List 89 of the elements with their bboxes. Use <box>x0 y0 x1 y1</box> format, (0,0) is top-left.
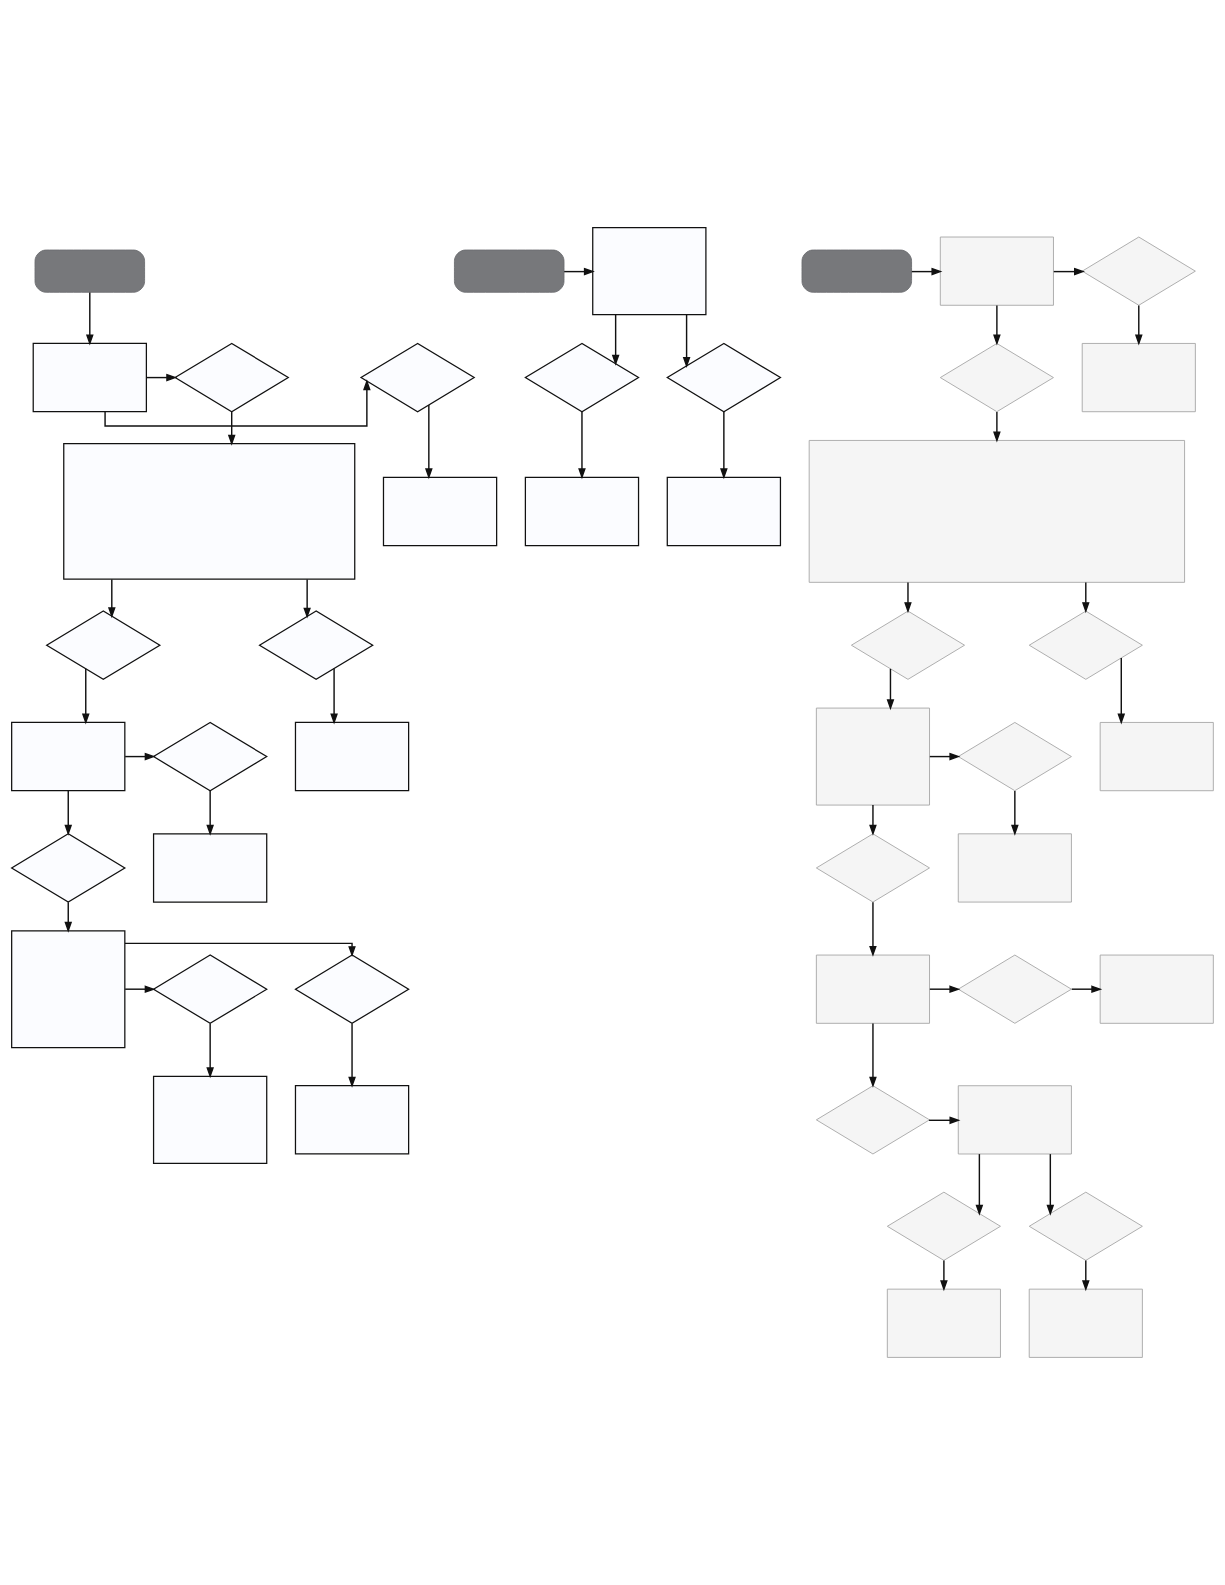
arrow <box>1134 304 1143 346</box>
arrow <box>911 267 943 276</box>
node-diamond <box>850 610 965 680</box>
arrow <box>578 411 586 480</box>
node-box <box>294 721 410 792</box>
node-box <box>939 236 1054 306</box>
node-box <box>11 721 126 792</box>
node-box <box>815 707 930 806</box>
arrow <box>886 668 895 711</box>
arrow <box>227 411 236 446</box>
node-box <box>957 833 1072 903</box>
arrow <box>1046 1153 1055 1216</box>
node-box <box>957 1085 1072 1155</box>
node-pill <box>801 249 913 293</box>
node-diamond <box>666 342 782 413</box>
node-box <box>808 440 1186 583</box>
arrow <box>869 804 877 836</box>
arrow <box>330 667 338 725</box>
arrow <box>124 985 156 994</box>
arrow <box>869 901 877 957</box>
arrow <box>563 267 595 276</box>
node-box <box>886 1288 1001 1358</box>
arrow <box>425 404 433 480</box>
arrow <box>940 1259 948 1292</box>
arrow <box>682 314 691 369</box>
node-box <box>294 1085 410 1155</box>
node-diamond <box>152 721 268 792</box>
node-diamond <box>173 342 290 413</box>
arrow <box>1011 790 1019 836</box>
arrow <box>104 379 371 427</box>
node-diamond <box>359 342 476 413</box>
node-diamond <box>957 722 1072 792</box>
node-diamond <box>258 610 374 681</box>
arrow <box>929 752 961 761</box>
arrow <box>124 752 156 761</box>
node-diamond <box>10 833 127 903</box>
node-diamond <box>152 954 268 1025</box>
node-box <box>666 476 782 547</box>
arrow <box>993 411 1001 443</box>
node-diamond <box>524 342 640 413</box>
node-diamond <box>939 343 1054 413</box>
arrow <box>107 578 116 619</box>
node-box <box>524 476 640 547</box>
arrow <box>1081 581 1090 614</box>
node-box <box>1081 343 1196 413</box>
arrow <box>206 1022 214 1079</box>
node-pill <box>454 249 565 293</box>
arrow <box>1071 985 1103 994</box>
node-box <box>32 342 147 413</box>
node-diamond <box>45 610 162 681</box>
arrow <box>1053 267 1085 276</box>
node-pill <box>34 249 146 293</box>
node-diamond <box>1081 236 1196 306</box>
node-box <box>63 442 356 580</box>
node-box <box>382 476 498 547</box>
node-diamond <box>886 1191 1001 1261</box>
node-diamond <box>1028 610 1143 680</box>
node-diamond <box>815 1085 930 1155</box>
node-box <box>152 833 268 903</box>
node-diamond <box>294 954 410 1025</box>
arrow <box>348 1022 356 1088</box>
arrow <box>993 304 1001 346</box>
arrow <box>81 668 90 725</box>
arrow <box>929 985 961 994</box>
node-box <box>1099 722 1214 792</box>
arrow <box>64 901 73 933</box>
arrow <box>64 790 73 836</box>
arrow <box>720 411 728 480</box>
node-box <box>11 930 126 1049</box>
arrow <box>904 581 912 614</box>
arrow <box>869 1022 877 1088</box>
node-diamond <box>957 954 1072 1024</box>
arrow <box>303 578 311 619</box>
node-box <box>815 954 930 1024</box>
node-box <box>592 226 707 316</box>
arrow <box>1081 1259 1090 1292</box>
node-box <box>152 1075 268 1165</box>
arrow <box>85 291 94 346</box>
node-box <box>1099 954 1214 1024</box>
node-box <box>1028 1288 1143 1358</box>
arrow <box>146 373 178 382</box>
arrow <box>124 942 356 958</box>
arrow <box>1117 657 1126 725</box>
node-diamond <box>1028 1191 1143 1261</box>
arrow <box>928 1116 961 1125</box>
arrow <box>611 314 620 366</box>
arrow <box>206 790 214 836</box>
node-diamond <box>815 833 930 903</box>
arrow <box>975 1153 984 1216</box>
